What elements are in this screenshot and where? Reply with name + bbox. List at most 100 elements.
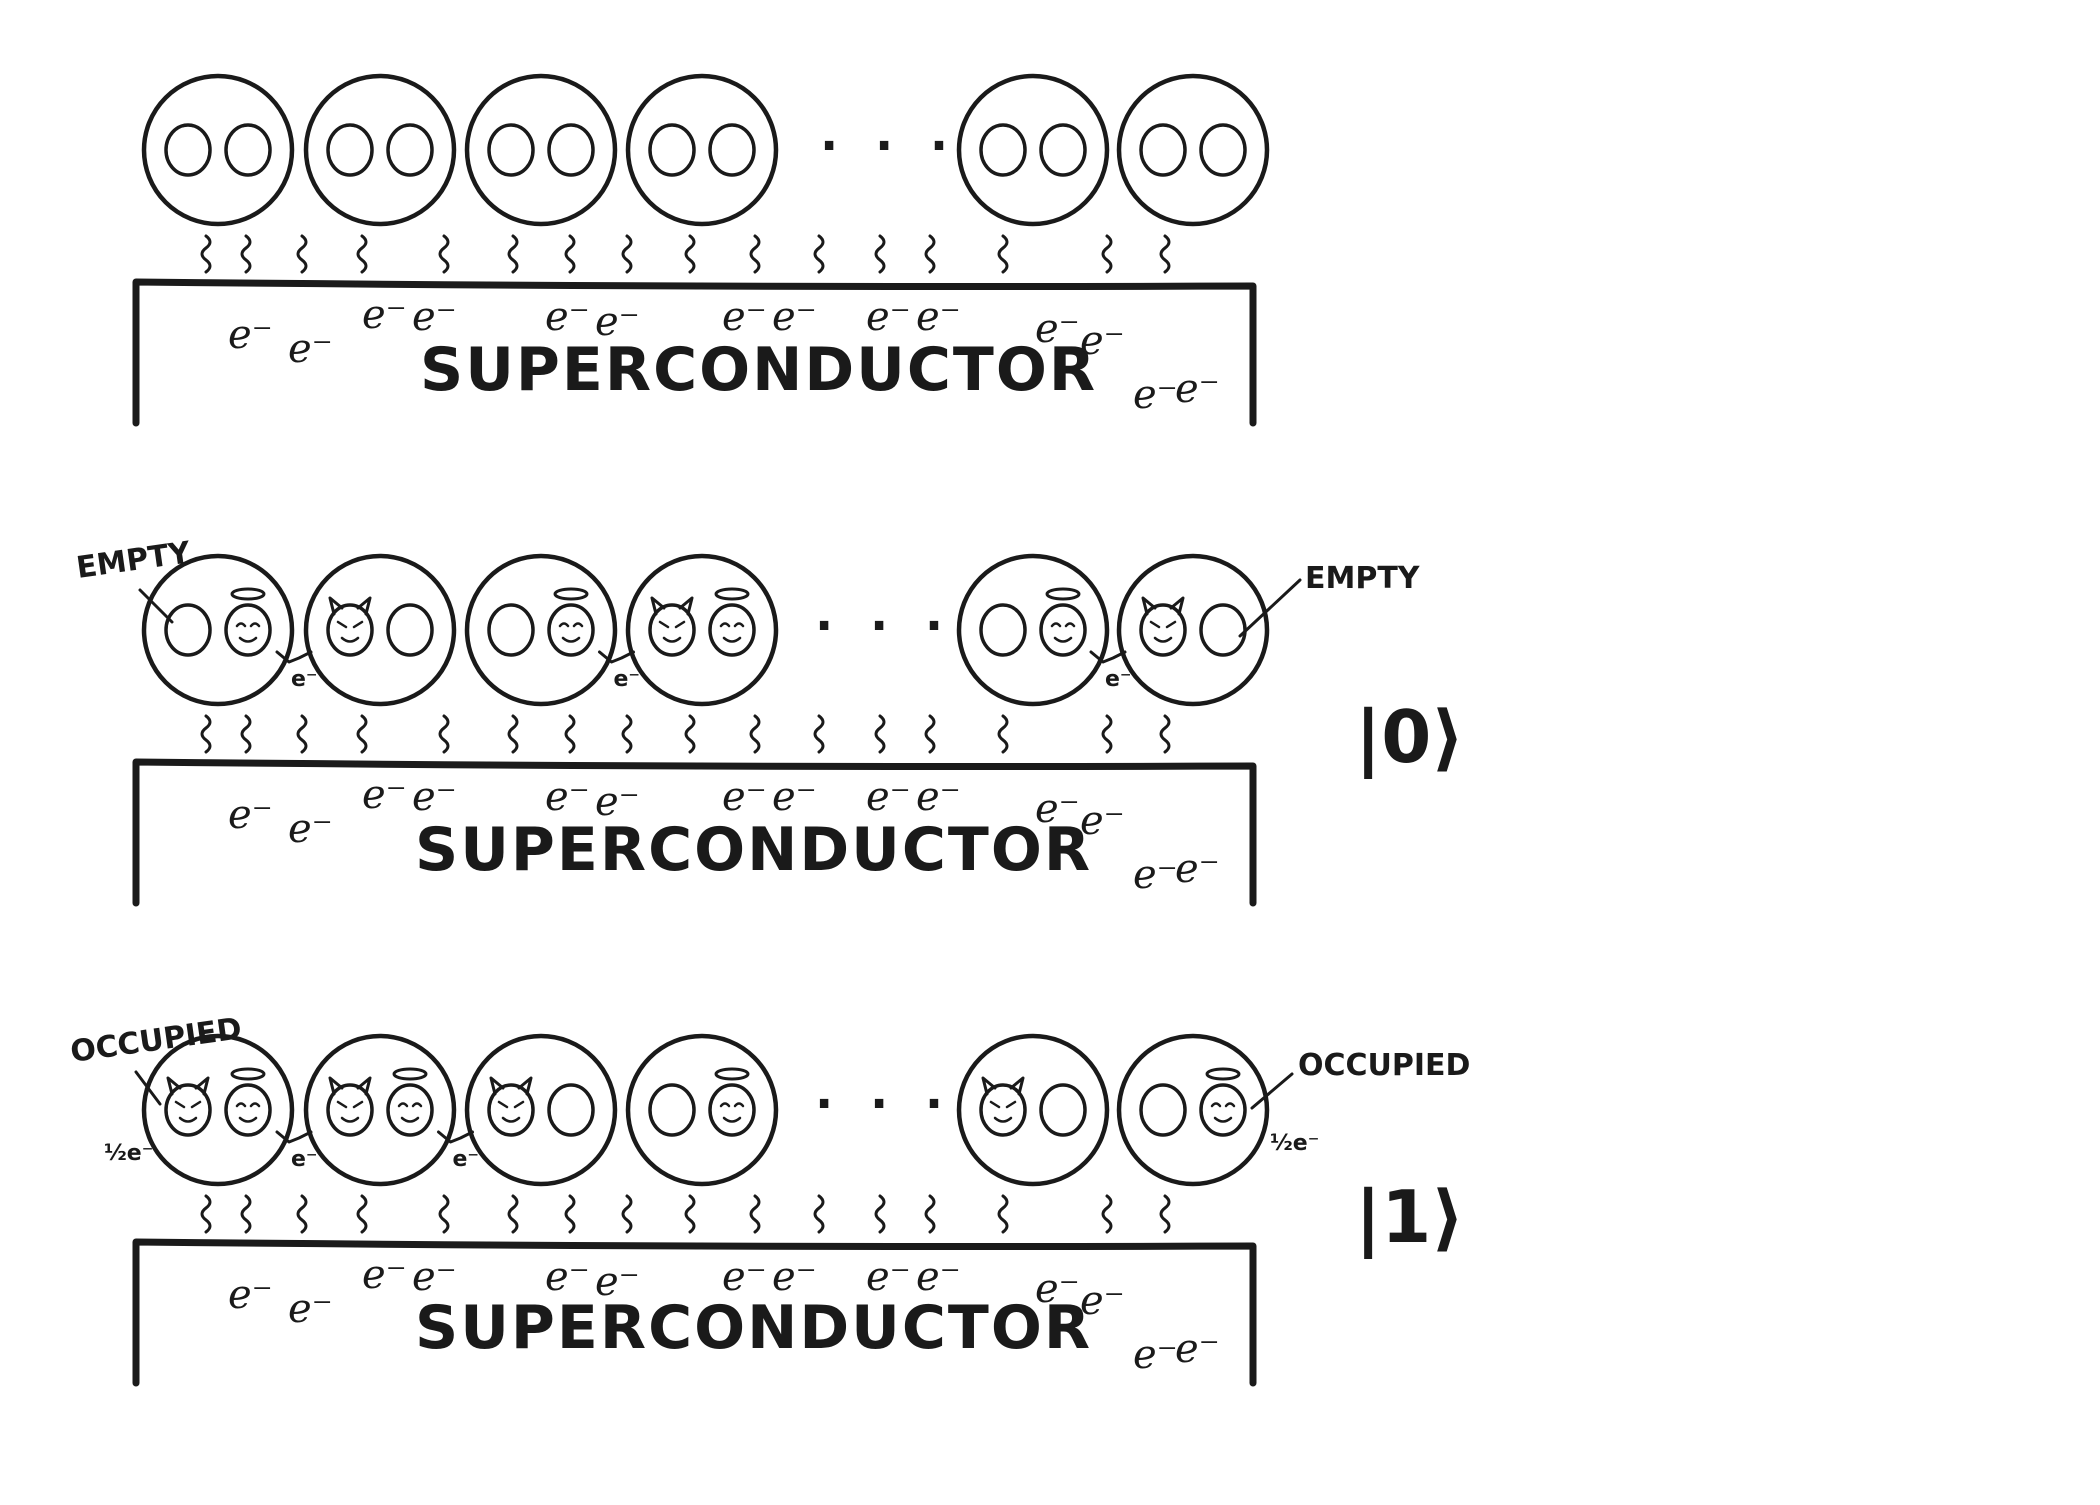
site-circle-icon <box>1116 73 1270 227</box>
halo-icon <box>714 587 750 601</box>
panel-drawing: e⁻e⁻e⁻e⁻e⁻e⁻e⁻e⁻e⁻e⁻e⁻e⁻e⁻e⁻ <box>132 73 1270 427</box>
site-circle-icon <box>956 553 1110 707</box>
squiggle-coupling-icon <box>296 1194 308 1234</box>
squiggle-coupling-icon <box>924 714 936 754</box>
squiggle-coupling-icon <box>438 234 450 274</box>
halo-icon <box>230 587 266 601</box>
devil-expression-icon <box>174 1100 202 1123</box>
squiggle-coupling-icon <box>749 1194 761 1234</box>
empty-orbital-icon <box>1199 123 1247 177</box>
angel-face-icon <box>386 1083 434 1137</box>
electron-label: e⁻ <box>228 792 273 838</box>
devil-expression-icon <box>336 620 364 643</box>
site-circle-icon <box>303 73 457 227</box>
squiggle-coupling-icon <box>1101 714 1113 754</box>
squiggle-coupling-icon <box>997 714 1009 754</box>
state-label-zero: |0⟩ <box>1355 695 1464 780</box>
squiggle-coupling-icon <box>296 234 308 274</box>
superconductor-label: SUPERCONDUCTOR <box>415 815 1092 885</box>
empty-orbital-icon <box>648 123 696 177</box>
horns-icon <box>166 1076 210 1096</box>
squiggle-coupling-icon <box>507 1194 519 1234</box>
squiggle-coupling-icon <box>924 234 936 274</box>
electron-label: e⁻ <box>362 772 407 818</box>
squiggle-coupling-icon <box>438 714 450 754</box>
empty-orbital-icon <box>648 1083 696 1137</box>
squiggle-coupling-icon <box>684 714 696 754</box>
electron-label: e⁻ <box>614 667 641 692</box>
electron-label: e⁻ <box>545 774 590 820</box>
site-circle-icon <box>141 553 295 707</box>
angel-face-icon <box>1039 603 1087 657</box>
site-circle-icon <box>1116 1033 1270 1187</box>
empty-orbital-icon <box>1039 123 1087 177</box>
electron-label: e⁻ <box>722 774 767 820</box>
squiggle-coupling-icon <box>507 714 519 754</box>
empty-orbital-icon <box>979 603 1027 657</box>
site-circle-icon <box>956 1033 1110 1187</box>
squiggle-coupling-icon <box>813 1194 825 1234</box>
electron-label: e⁻ <box>545 294 590 340</box>
angel-face-icon <box>224 603 272 657</box>
empty-orbital-icon <box>708 123 756 177</box>
electron-label: e⁻ <box>412 774 457 820</box>
squiggle-coupling-icon <box>621 234 633 274</box>
superconductor-substrate <box>132 758 1257 907</box>
squiggle-coupling-icon <box>240 1194 252 1234</box>
squiggle-coupling-icon <box>564 234 576 274</box>
devil-face-icon <box>979 1083 1027 1137</box>
squiggle-coupling-icon <box>507 234 519 274</box>
drawn-shapes: e⁻e⁻e⁻e⁻e⁻e⁻e⁻e⁻e⁻e⁻e⁻e⁻e⁻e⁻e⁻e⁻e⁻e⁻e⁻e⁻… <box>132 73 1302 1387</box>
electron-label: e⁻ <box>595 1259 640 1305</box>
squiggle-coupling-icon <box>749 714 761 754</box>
empty-orbital-icon <box>1039 1083 1087 1137</box>
devil-face-icon <box>648 603 696 657</box>
devil-expression-icon <box>989 1100 1017 1123</box>
devil-expression-icon <box>658 620 686 643</box>
electron-label: e⁻ <box>1175 366 1220 412</box>
halo-icon <box>553 587 589 601</box>
electron-label: e⁻ <box>866 774 911 820</box>
devil-expression-icon <box>1149 620 1177 643</box>
electron-label: e⁻ <box>362 1252 407 1298</box>
electron-label: e⁻ <box>1133 372 1178 418</box>
pairing-link-icon <box>275 1130 313 1144</box>
squiggle-coupling-icon <box>296 714 308 754</box>
panel-drawing: e⁻e⁻e⁻e⁻e⁻e⁻e⁻e⁻e⁻e⁻e⁻e⁻e⁻e⁻e⁻e⁻e⁻ <box>132 553 1270 907</box>
site-circle-icon <box>956 73 1110 227</box>
state-label-one: |1⟩ <box>1355 1175 1464 1260</box>
squiggle-coupling-icon <box>356 1194 368 1234</box>
angel-face-icon <box>708 1083 756 1137</box>
electron-label: e⁻ <box>228 312 273 358</box>
empty-orbital-icon <box>224 123 272 177</box>
devil-face-icon <box>326 603 374 657</box>
electron-label: e⁻ <box>1080 318 1125 364</box>
squiggle-coupling-icon <box>200 234 212 274</box>
angel-face-icon <box>547 603 595 657</box>
electron-label: e⁻ <box>1035 306 1080 352</box>
electron-label: e⁻ <box>916 294 961 340</box>
empty-note-left: EMPTY <box>74 535 194 586</box>
horns-icon <box>650 596 694 616</box>
squiggle-coupling-icon <box>356 714 368 754</box>
halo-icon <box>714 1067 750 1081</box>
electron-label: e⁻ <box>1035 1266 1080 1312</box>
electron-label: e⁻ <box>1175 1326 1220 1372</box>
empty-orbital-icon <box>164 123 212 177</box>
ellipsis-text: · · · <box>815 1076 953 1132</box>
electron-label: e⁻ <box>722 1254 767 1300</box>
angel-expression-icon <box>1050 622 1076 643</box>
electron-label: e⁻ <box>288 326 333 372</box>
squiggle-coupling-icon <box>1159 1194 1171 1234</box>
squiggle-coupling-icon <box>874 234 886 274</box>
halo-icon <box>1205 1067 1241 1081</box>
horns-icon <box>328 596 372 616</box>
empty-orbital-icon <box>547 123 595 177</box>
squiggle-coupling-icon <box>356 234 368 274</box>
squiggle-coupling-icon <box>813 234 825 274</box>
empty-orbital-icon <box>386 123 434 177</box>
electron-label: e⁻ <box>772 1254 817 1300</box>
electron-label: e⁻ <box>288 806 333 852</box>
site-circle-icon <box>303 553 457 707</box>
panel-state-zero: · · · SUPERCONDUCTOR EMPTY EMPTY |0⟩ <box>74 535 1464 885</box>
